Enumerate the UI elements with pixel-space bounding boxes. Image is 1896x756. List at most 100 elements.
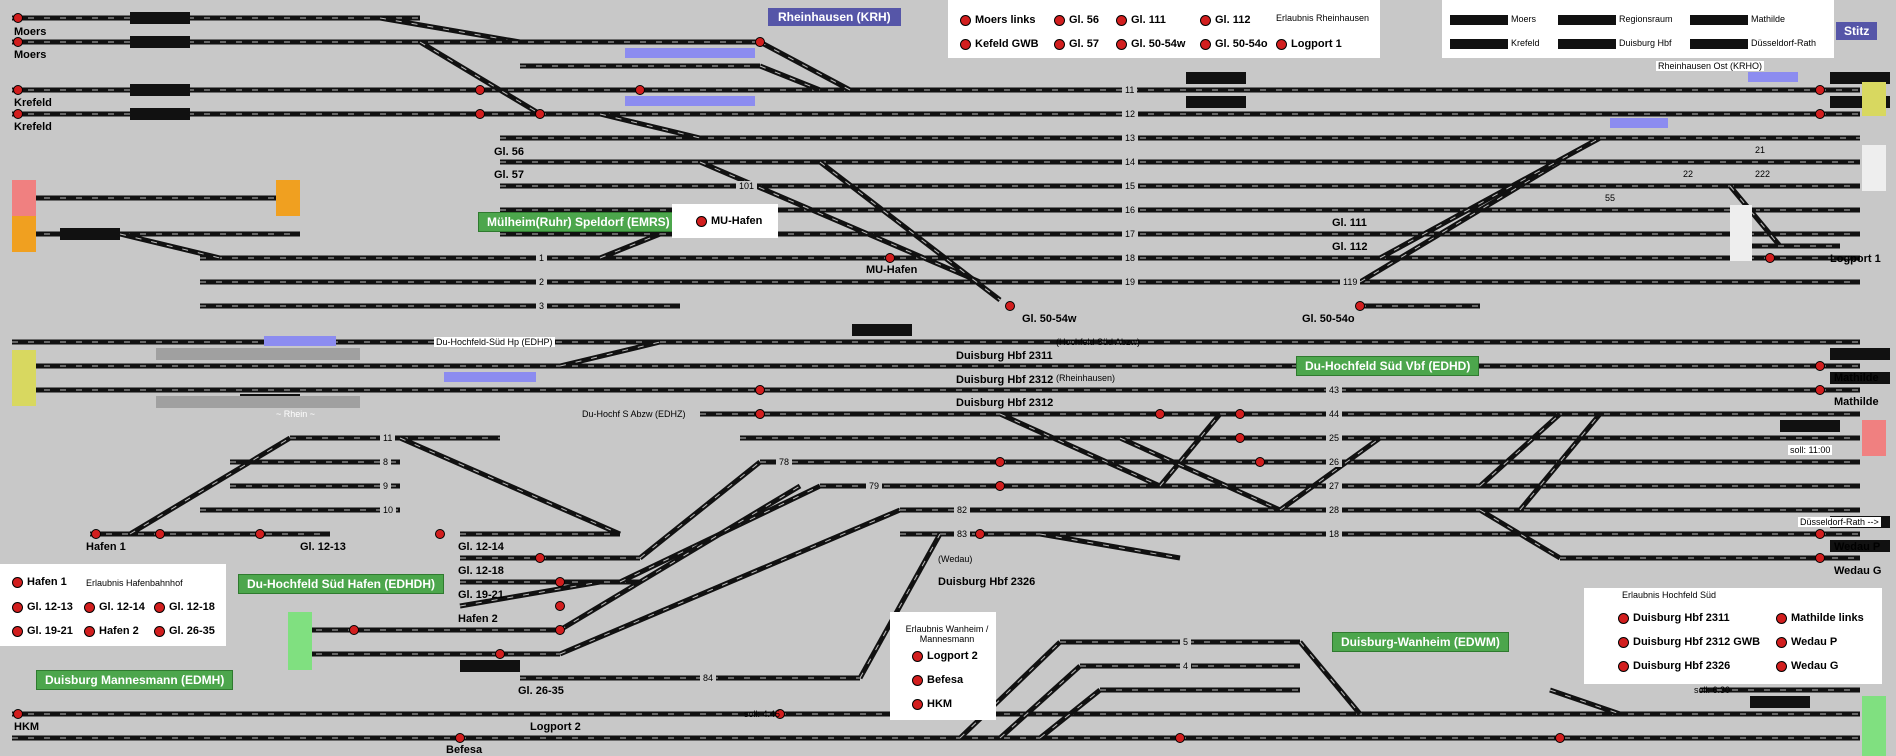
station-edwm[interactable]: Duisburg-Wanheim (EDWM) <box>1332 632 1509 652</box>
block-green-left[interactable] <box>288 612 312 670</box>
block-orange-left[interactable] <box>12 216 36 252</box>
perm-mu-hafen[interactable]: MU-Hafen <box>696 215 762 227</box>
track-segment[interactable] <box>379 15 521 45</box>
block-yellow-right[interactable] <box>1862 82 1886 116</box>
perm-hkm[interactable]: HKM <box>912 698 952 710</box>
perm-hbf2312-gwb[interactable]: Duisburg Hbf 2312 GWB <box>1618 636 1760 648</box>
perm-hbf2311[interactable]: Duisburg Hbf 2311 <box>1618 612 1730 624</box>
signal-icon[interactable] <box>755 409 765 419</box>
signal-icon[interactable] <box>1255 457 1265 467</box>
perm-befesa[interactable]: Befesa <box>912 674 963 686</box>
signal-icon[interactable] <box>475 109 485 119</box>
perm-gl1213[interactable]: Gl. 12-13 <box>12 601 73 613</box>
signal-icon[interactable] <box>755 385 765 395</box>
station-emrs[interactable]: Mülheim(Ruhr) Speldorf (EMRS) <box>478 212 679 232</box>
perm-gl112[interactable]: Gl. 112 <box>1200 14 1250 26</box>
station-krh[interactable]: Rheinhausen (KRH) <box>768 8 901 26</box>
signal-icon[interactable] <box>1155 409 1165 419</box>
signal-icon[interactable] <box>455 733 465 743</box>
dir-moers[interactable]: Moers <box>1450 14 1536 25</box>
block-green-right[interactable] <box>1862 696 1886 756</box>
track-segment[interactable] <box>1298 640 1362 716</box>
perm-gl2635[interactable]: Gl. 26-35 <box>154 625 215 637</box>
signal-icon[interactable] <box>1815 109 1825 119</box>
signal-icon[interactable] <box>155 529 165 539</box>
signal-icon[interactable] <box>1815 529 1825 539</box>
perm-gl1214[interactable]: Gl. 12-14 <box>84 601 145 613</box>
signal-icon[interactable] <box>1355 301 1365 311</box>
signal-icon[interactable] <box>13 109 23 119</box>
track-segment[interactable] <box>1158 412 1222 488</box>
signal-icon[interactable] <box>995 481 1005 491</box>
signal-icon[interactable] <box>1815 385 1825 395</box>
signal-icon[interactable] <box>975 529 985 539</box>
track-segment[interactable] <box>1039 531 1181 561</box>
perm-logport1[interactable]: Logport 1 <box>1276 38 1342 50</box>
signal-icon[interactable] <box>349 625 359 635</box>
signal-icon[interactable] <box>1555 733 1565 743</box>
station-stitz[interactable]: Stitz <box>1836 22 1878 40</box>
track-dash <box>1279 437 1381 511</box>
station-edhdh[interactable]: Du-Hochfeld Süd Hafen (EDHDH) <box>238 574 444 594</box>
signal-icon[interactable] <box>435 529 445 539</box>
perm-gl5054w[interactable]: Gl. 50-54w <box>1116 38 1185 50</box>
signal-icon[interactable] <box>995 457 1005 467</box>
signal-icon[interactable] <box>495 649 505 659</box>
station-edmh[interactable]: Duisburg Mannesmann (EDMH) <box>36 670 234 690</box>
track-segment[interactable] <box>459 579 601 609</box>
signal-icon[interactable] <box>13 37 23 47</box>
signal-icon[interactable] <box>555 601 565 611</box>
signal-icon[interactable] <box>635 85 645 95</box>
signal-icon[interactable] <box>13 709 23 719</box>
block-red-left[interactable] <box>12 180 36 216</box>
signal-icon[interactable] <box>1235 433 1245 443</box>
perm-logport2[interactable]: Logport 2 <box>912 650 978 662</box>
signal-icon[interactable] <box>1765 253 1775 263</box>
signal-icon[interactable] <box>13 85 23 95</box>
signal-icon[interactable] <box>555 625 565 635</box>
block-orange-mid[interactable] <box>276 180 300 216</box>
track-segment[interactable] <box>558 483 802 633</box>
signal-icon[interactable] <box>555 577 565 587</box>
signal-icon[interactable] <box>885 253 895 263</box>
perm-gl56[interactable]: Gl. 56 <box>1054 14 1099 26</box>
track-segment[interactable] <box>1478 507 1562 561</box>
signal-icon[interactable] <box>255 529 265 539</box>
signal-icon[interactable] <box>91 529 101 539</box>
signal-icon[interactable] <box>1815 85 1825 95</box>
dir-mathilde[interactable]: Mathilde <box>1690 14 1785 25</box>
perm-gl5054o[interactable]: Gl. 50-54o <box>1200 38 1268 50</box>
perm-moers-links[interactable]: Moers links <box>960 14 1036 26</box>
dir-duesseldorf-rath[interactable]: Düsseldorf-Rath <box>1690 38 1816 49</box>
block-yellow-left[interactable] <box>12 350 36 406</box>
perm-wedau-g[interactable]: Wedau G <box>1776 660 1838 672</box>
perm-wedau-p[interactable]: Wedau P <box>1776 636 1837 648</box>
signal-icon[interactable] <box>1235 409 1245 419</box>
perm-gl1218[interactable]: Gl. 12-18 <box>154 601 215 613</box>
station-edhd[interactable]: Du-Hochfeld Süd Vbf (EDHD) <box>1296 356 1480 376</box>
track-segment[interactable] <box>128 435 292 537</box>
dir-regionsraum[interactable]: Regionsraum <box>1558 14 1673 25</box>
signal-icon[interactable] <box>535 109 545 119</box>
dir-duisburg-hbf[interactable]: Duisburg Hbf <box>1558 38 1672 49</box>
perm-hbf2326[interactable]: Duisburg Hbf 2326 <box>1618 660 1730 672</box>
perm-hafen2[interactable]: Hafen 2 <box>84 625 139 637</box>
track-segment[interactable] <box>399 435 621 537</box>
signal-icon[interactable] <box>1175 733 1185 743</box>
signal-icon[interactable] <box>1815 361 1825 371</box>
signal-icon[interactable] <box>1815 553 1825 563</box>
perm-gl1921[interactable]: Gl. 19-21 <box>12 625 73 637</box>
signal-icon[interactable] <box>775 709 785 719</box>
perm-kefeld-gwb[interactable]: Kefeld GWB <box>960 38 1039 50</box>
signal-icon[interactable] <box>755 37 765 47</box>
signal-icon[interactable] <box>1005 301 1015 311</box>
signal-icon[interactable] <box>13 13 23 23</box>
block-red-right[interactable] <box>1862 420 1886 456</box>
perm-gl111[interactable]: Gl. 111 <box>1116 14 1166 26</box>
perm-mathilde-links[interactable]: Mathilde links <box>1776 612 1864 624</box>
dir-krefeld[interactable]: Krefeld <box>1450 38 1540 49</box>
signal-icon[interactable] <box>535 553 545 563</box>
perm-gl57[interactable]: Gl. 57 <box>1054 38 1099 50</box>
signal-icon[interactable] <box>475 85 485 95</box>
perm-hafen1[interactable]: Hafen 1 <box>12 576 67 588</box>
